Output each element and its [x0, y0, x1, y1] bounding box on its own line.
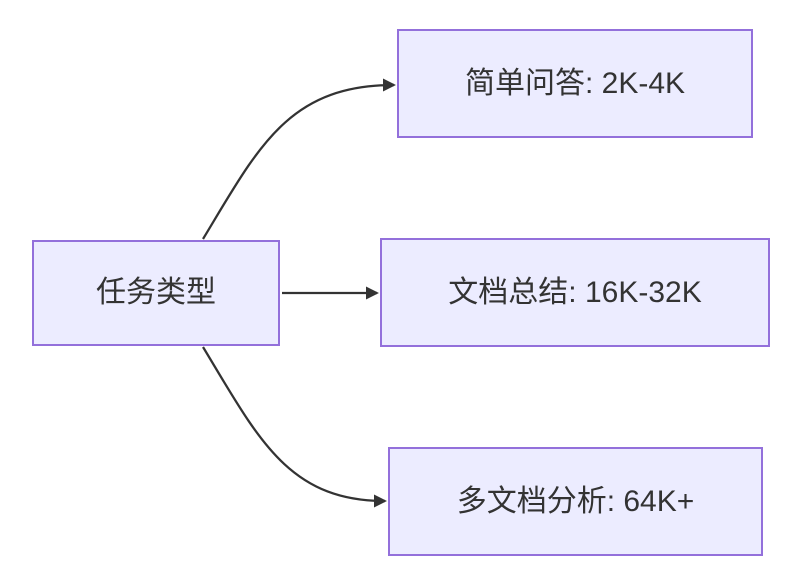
node-multi-doc-analysis: 多文档分析: 64K+ [388, 447, 763, 556]
node-task-type: 任务类型 [32, 240, 280, 346]
edge-task-type-to-simple-qa [202, 78, 396, 240]
node-doc-summary: 文档总结: 16K-32K [380, 238, 770, 347]
edge-task-type-to-multi-doc-analysis [202, 346, 387, 508]
node-task-type-label: 任务类型 [96, 276, 216, 309]
node-multi-doc-analysis-label: 多文档分析: 64K+ [456, 484, 695, 518]
node-simple-qa: 简单问答: 2K-4K [397, 29, 753, 138]
node-doc-summary-label: 文档总结: 16K-32K [448, 275, 702, 309]
node-simple-qa-label: 简单问答: 2K-4K [464, 66, 686, 100]
